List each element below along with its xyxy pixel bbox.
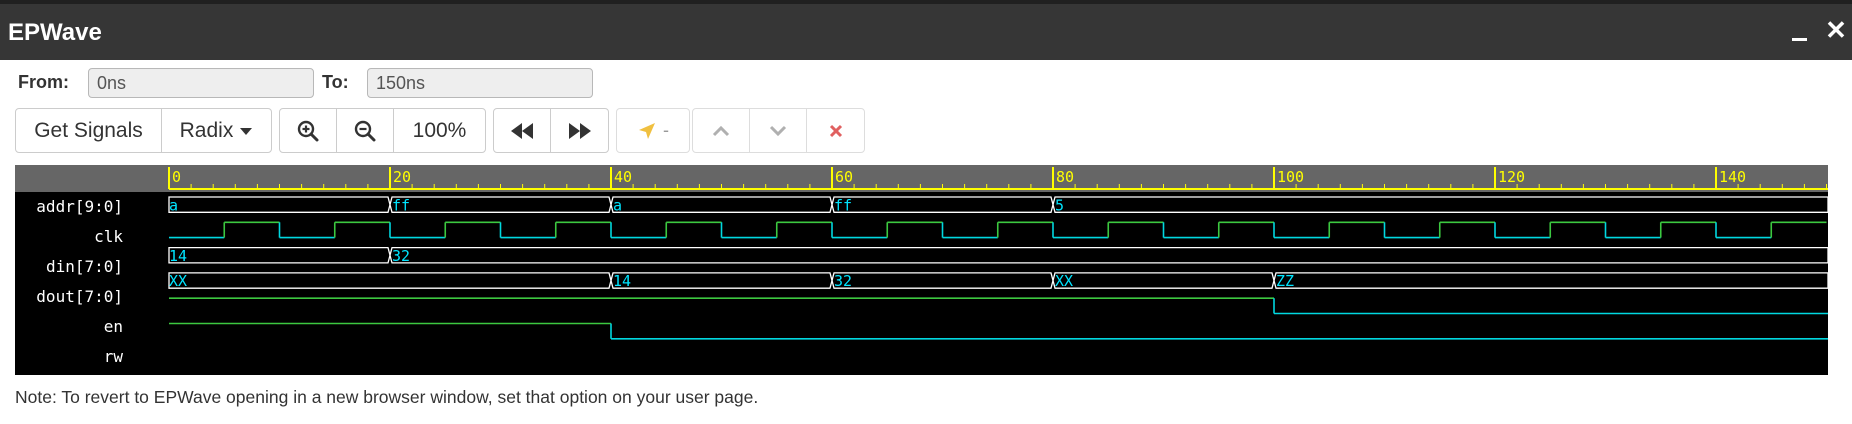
chevron-up-icon	[712, 125, 730, 136]
to-input[interactable]: 150ns	[367, 68, 593, 98]
bus-segment	[168, 246, 391, 264]
bus-segment	[1273, 272, 1828, 289]
zoom-level-button[interactable]: 100%	[412, 118, 467, 142]
move-up-button[interactable]	[693, 109, 750, 152]
bus-value-label: 14	[613, 272, 631, 290]
ruler-tick-label: 140	[1719, 168, 1746, 186]
zoom-in-icon	[297, 120, 319, 141]
bus-value-label: 32	[392, 247, 410, 265]
bus-value-label: 32	[834, 272, 852, 290]
bus-value-label: ff	[834, 196, 852, 214]
navigate-button-group	[493, 108, 609, 153]
bus-value-label: XX	[1055, 272, 1073, 290]
close-icon[interactable]: ✕	[1825, 15, 1847, 45]
bus-segment	[389, 246, 1828, 264]
signal-name-dout[interactable]: dout[7:0]	[36, 287, 123, 306]
bus-segment	[831, 272, 1054, 289]
to-label: To:	[322, 72, 349, 92]
browser-top-strip	[0, 0, 1852, 4]
bus-value-label: XX	[169, 272, 187, 290]
signal-name-en[interactable]: en	[103, 317, 123, 336]
zoom-button-group: 100%	[279, 108, 486, 153]
bus-segment	[168, 196, 391, 213]
bus-segment	[168, 272, 612, 289]
remove-signal-button[interactable]	[807, 109, 864, 152]
from-input[interactable]: 0ns	[88, 68, 314, 98]
bus-segment	[1052, 196, 1828, 213]
note-text: Note: To revert to EPWave opening in a n…	[15, 387, 759, 407]
bus-segment	[389, 196, 612, 213]
ruler-tick-label: 60	[835, 168, 853, 186]
signal-name-addr[interactable]: addr[9:0]	[36, 197, 123, 216]
ruler-tick-label: 120	[1498, 168, 1525, 186]
waveform-viewer[interactable]: addr[9:0] clk din[7:0] dout[7:0] en rw 0…	[15, 165, 1828, 375]
bus-segment	[610, 196, 833, 213]
bus-segment	[1052, 272, 1275, 289]
time-ruler[interactable]	[15, 165, 1828, 192]
get-signals-button[interactable]: Get Signals	[16, 109, 162, 152]
ruler-tick-label: 80	[1056, 168, 1074, 186]
fast-backward-icon	[511, 122, 533, 139]
fast-backward-button[interactable]	[494, 109, 551, 152]
radix-label: Radix	[179, 118, 234, 142]
fast-forward-button[interactable]	[551, 109, 608, 152]
zoom-in-button[interactable]	[280, 109, 337, 152]
minimize-icon[interactable]	[1788, 16, 1810, 46]
ruler-tick-label: 0	[172, 168, 181, 186]
bus-segment	[610, 272, 833, 289]
signal-name-rw[interactable]: rw	[103, 347, 123, 366]
signal-name-clk[interactable]: clk	[94, 227, 123, 246]
signal-order-button-group	[692, 108, 865, 153]
zoom-out-icon	[354, 120, 376, 141]
cursor-icon	[639, 122, 655, 139]
caret-down-icon	[240, 127, 253, 135]
move-down-button[interactable]	[750, 109, 807, 152]
bus-value-label: 5	[1055, 196, 1064, 214]
bus-value-label: ff	[392, 196, 410, 214]
bus-segment	[831, 196, 1054, 213]
bus-value-label: ZZ	[1276, 272, 1294, 290]
cursor-value: -	[663, 120, 669, 140]
cursor-button[interactable]: -	[617, 109, 689, 152]
signal-name-din[interactable]: din[7:0]	[45, 257, 123, 276]
remove-icon	[829, 124, 842, 137]
bus-value-label: 14	[169, 247, 187, 265]
cursor-button-group: -	[616, 108, 690, 153]
signals-button-group: Get Signals Radix	[15, 108, 272, 153]
ruler-tick-label: 20	[393, 168, 411, 186]
signal-name-panel: addr[9:0] clk din[7:0] dout[7:0] en rw	[15, 192, 167, 375]
chevron-down-icon	[769, 125, 787, 136]
window-title: EPWave	[8, 19, 102, 46]
ruler-tick-label: 40	[614, 168, 632, 186]
bus-value-label: a	[169, 196, 178, 214]
fast-forward-icon	[568, 122, 591, 139]
radix-button[interactable]: Radix	[162, 109, 271, 152]
bus-value-label: a	[613, 196, 622, 214]
zoom-out-button[interactable]	[337, 109, 394, 152]
from-label: From:	[18, 72, 69, 92]
ruler-tick-label: 100	[1277, 168, 1304, 186]
window-titlebar: EPWave ✕	[0, 4, 1852, 60]
